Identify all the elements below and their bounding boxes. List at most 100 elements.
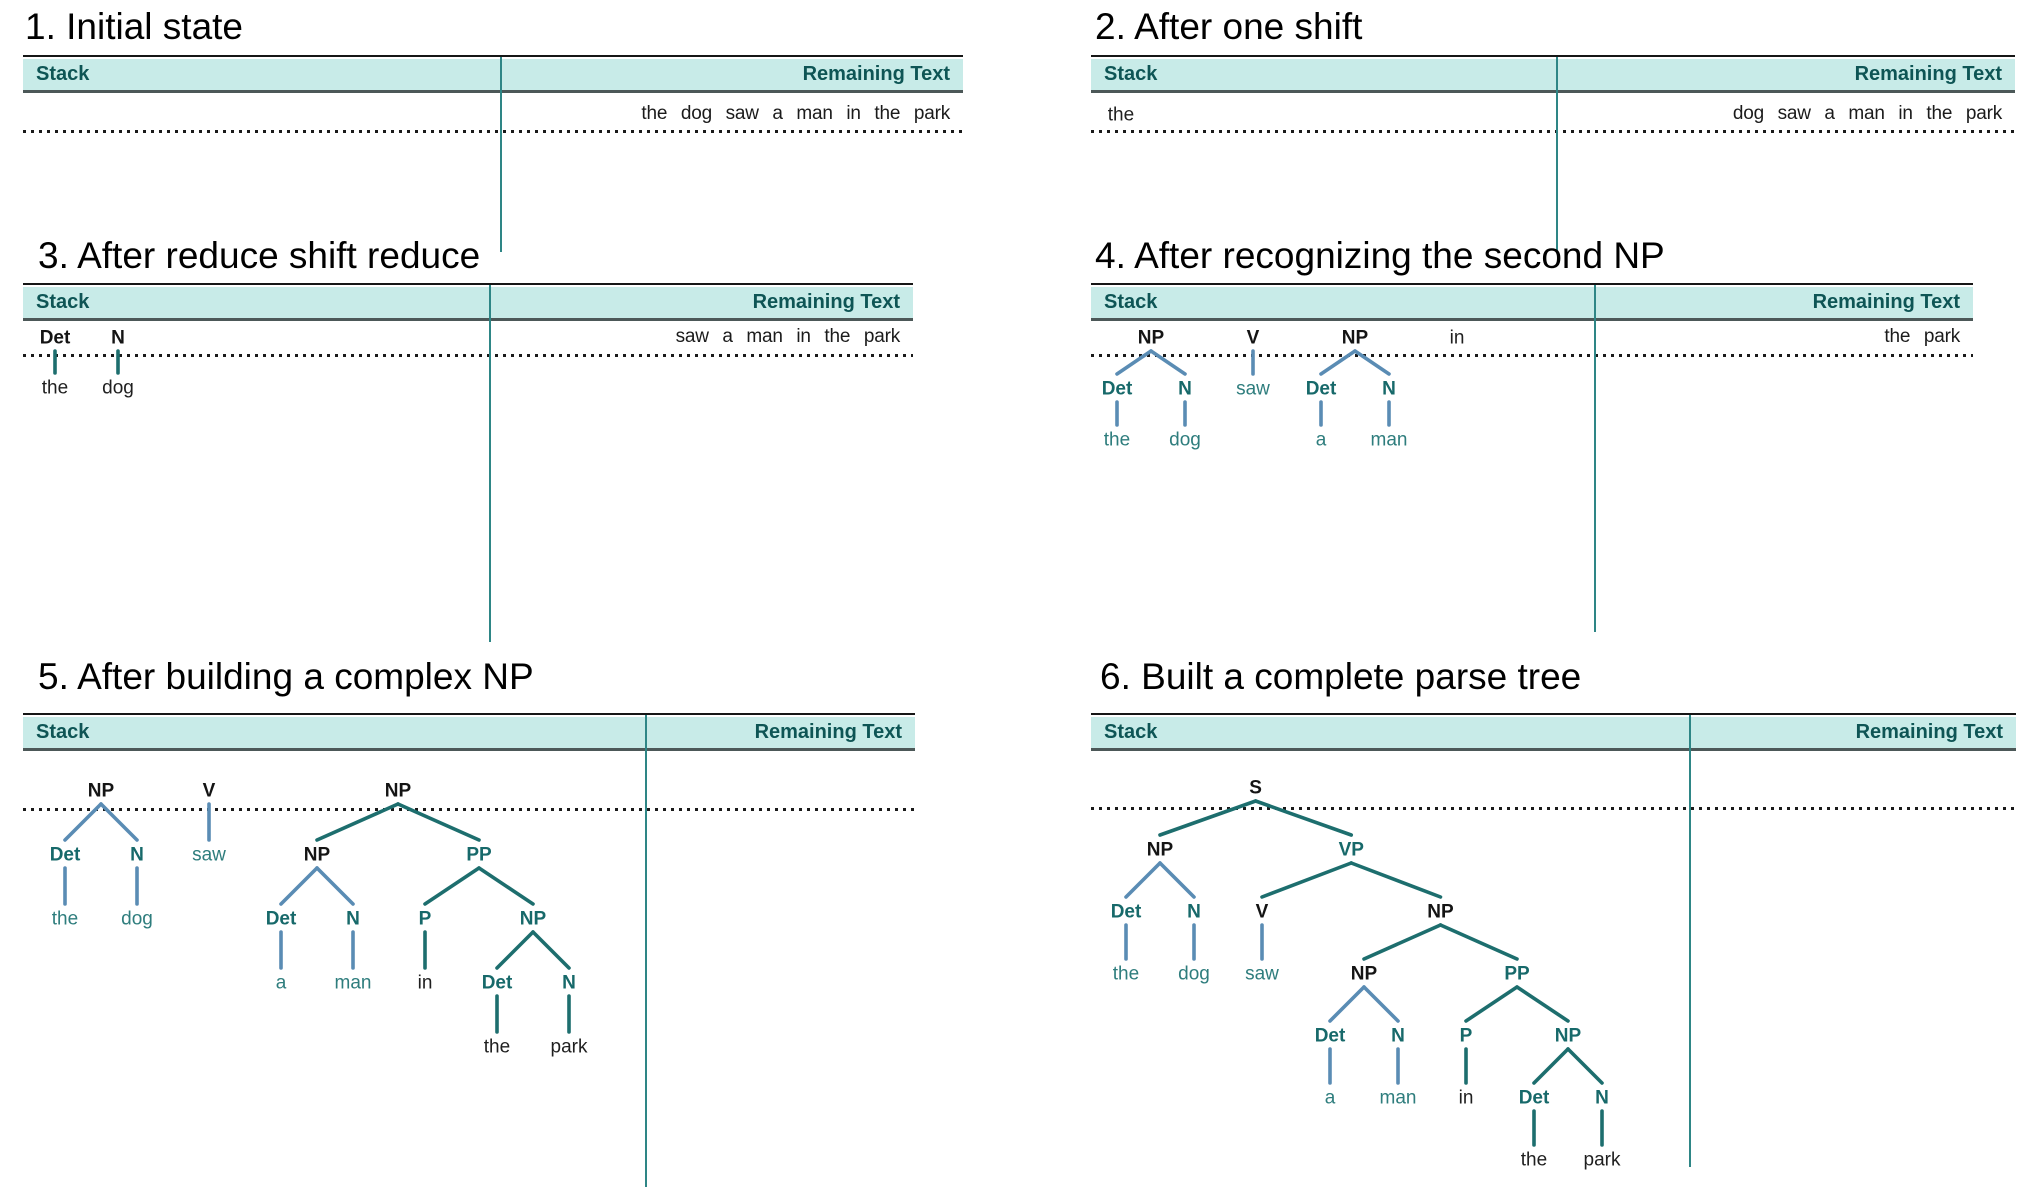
tree-node-label: NP [88,781,115,802]
tree-node-label: Det [1306,379,1337,400]
tree-edge [1438,923,1519,961]
tree-leaf-word: park [551,1037,588,1058]
tree-edge [423,866,481,906]
tree-node-label: N [1382,379,1396,400]
panel-title: 3. After reduce shift reduce [38,235,481,276]
remaining-text-column-header: Remaining Text [752,291,900,313]
remaining-text: dog saw a man in the park [1732,103,2002,124]
tree-edge [1532,1047,1570,1085]
tree-edge [1328,985,1366,1023]
tree-node-label: Det [1315,1026,1346,1047]
tree-node-label: VP [1339,840,1365,861]
table-header-row: Stack Remaining Text [1091,59,2015,93]
remaining-text-column-header: Remaining Text [1812,291,1960,313]
parser-state-table: Stack Remaining Text the dog saw a man i… [23,55,963,252]
column-divider-line [1594,285,1596,632]
table-header-row: Stack Remaining Text [23,59,963,93]
table-header-row: Stack Remaining Text [23,287,913,321]
stack-boundary-dotted-line [23,808,915,811]
panel-title: 1. Initial state [25,6,244,47]
parser-state-table: Stack Remaining Text dog saw a man in th… [1091,55,2015,252]
tree-edge [1515,985,1570,1023]
tree-node-label: NP [1147,840,1174,861]
tree-edge [477,866,535,906]
tree-node-label: P [1460,1026,1473,1047]
tree-node-label: NP [385,781,412,802]
tree-leaf-word: dog [1178,964,1210,985]
tree-leaf-word: the [1521,1150,1547,1171]
stack-column-header: Stack [1104,721,1158,743]
tree-node-label: V [1256,902,1269,923]
table-body: the dog saw a man in the park [23,57,963,252]
remaining-text-column-header: Remaining Text [802,63,950,85]
table-header-row: Stack Remaining Text [23,717,915,751]
tree-leaf-word: saw [1236,379,1270,400]
stack-column-header: Stack [1104,291,1158,313]
tree-edge [495,930,535,970]
tree-node-label: NP [1427,902,1454,923]
tree-leaf-word: in [418,973,433,994]
tree-node-label: PP [1504,964,1530,985]
tree-node-label: NP [304,845,331,866]
tree-leaf-word: the [1113,964,1139,985]
table-header-row: Stack Remaining Text [1091,287,1973,321]
tree-leaf-word: the [484,1037,510,1058]
tree-edge [1349,861,1443,899]
tree-leaf-word: the [52,909,78,930]
table-body: dog saw a man in the park the [1091,57,2015,252]
tree-node-label: Det [1102,379,1133,400]
tree-node-label: Det [1519,1088,1550,1109]
stack-cell-trees: theDetdogNNPsawVaDetmanNNPinPtheDetparkN… [50,781,588,1058]
tree-edge [1124,861,1162,899]
tree-node-label: V [203,781,216,802]
stack-cell-trees: theDetdogNNPsawVaDetmanNNPinPtheDetparkN… [1111,778,1621,1171]
tree-node-label: N [1595,1088,1609,1109]
tree-node-label: N [1187,902,1201,923]
tree-leaf-word: a [1316,430,1327,451]
tree-edge [1158,861,1196,899]
tree-node-label: NP [1342,328,1369,349]
tree-edge [279,866,319,906]
tree-leaf-word: man [335,973,372,994]
tree-edge [1464,985,1519,1023]
tree-node-label: NP [1555,1026,1582,1047]
tree-edge [1260,861,1354,899]
tree-edge [315,866,355,906]
stack-boundary-dotted-line [1091,130,2015,133]
tree-leaf-word: man [1380,1088,1417,1109]
tree-node-label: Det [50,845,81,866]
tree-node-label: S [1249,778,1262,799]
tree-edge [1362,923,1443,961]
tree-leaf-word: man [1371,430,1408,451]
column-divider-line [1689,715,1691,1167]
remaining-text: the dog saw a man in the park [641,103,950,124]
tree-node-label: PP [466,845,492,866]
tree-node-label: Det [1111,902,1142,923]
stack-column-header: Stack [36,291,90,313]
tree-node-label: NP [1138,328,1165,349]
stack-boundary-dotted-line [23,354,913,357]
tree-node-label: V [1247,328,1260,349]
stack-column-header: Stack [1104,63,1158,85]
tree-node-label: N [1391,1026,1405,1047]
table-header-row: Stack Remaining Text [1091,717,2016,751]
tree-leaf-word: in [1459,1088,1474,1109]
remaining-text: the park [1884,326,1960,347]
tree-node-label: N [130,845,144,866]
column-divider-line [489,285,491,642]
tree-node-label: P [419,909,432,930]
tree-node-label: NP [1351,964,1378,985]
tree-edge [531,930,571,970]
stack-boundary-dotted-line [1091,807,2016,810]
tree-node-label: N [346,909,360,930]
column-divider-line [645,715,647,1187]
tree-node-label: N [111,328,125,349]
tree-node-label: NP [520,909,547,930]
